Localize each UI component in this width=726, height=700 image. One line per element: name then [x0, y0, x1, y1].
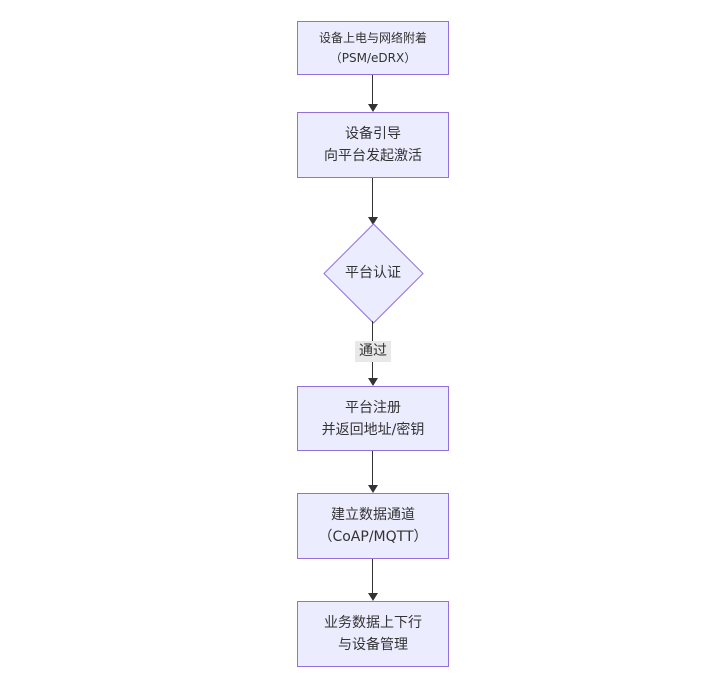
node-label-line: 设备上电与网络附着 — [318, 31, 427, 45]
edge-connector — [372, 559, 373, 593]
edge-connector — [372, 451, 373, 485]
arrowhead-down-icon — [368, 485, 378, 493]
node-label-line: 业务数据上下行 — [324, 615, 422, 631]
node-platform-auth-label: 平台认证 — [345, 265, 401, 281]
edge-connector — [372, 75, 373, 104]
arrowhead-down-icon — [368, 217, 378, 225]
node-label-line: （PSM/eDRX） — [329, 51, 417, 65]
arrowhead-down-icon — [368, 378, 378, 386]
node-register: 平台注册 并返回地址/密钥 — [297, 386, 449, 451]
node-label-line: （CoAP/MQTT） — [318, 529, 428, 545]
edge-connector — [372, 178, 373, 217]
node-label-line: 与设备管理 — [338, 637, 408, 653]
node-label-line: 并返回地址/密钥 — [321, 421, 425, 438]
node-business: 业务数据上下行 与设备管理 — [297, 601, 449, 667]
arrowhead-down-icon — [368, 104, 378, 112]
node-power-attach: 设备上电与网络附着 （PSM/eDRX） — [297, 21, 449, 75]
node-label-line: 向平台发起激活 — [324, 148, 422, 164]
node-data-channel: 建立数据通道 （CoAP/MQTT） — [297, 493, 449, 559]
node-label-line: 建立数据通道 — [331, 507, 415, 523]
node-label-line: 平台注册 — [345, 399, 401, 416]
node-bootstrap: 设备引导 向平台发起激活 — [297, 112, 449, 178]
edge-label-pass: 通过 — [355, 341, 391, 362]
arrowhead-down-icon — [368, 593, 378, 601]
node-label-line: 设备引导 — [345, 126, 401, 142]
